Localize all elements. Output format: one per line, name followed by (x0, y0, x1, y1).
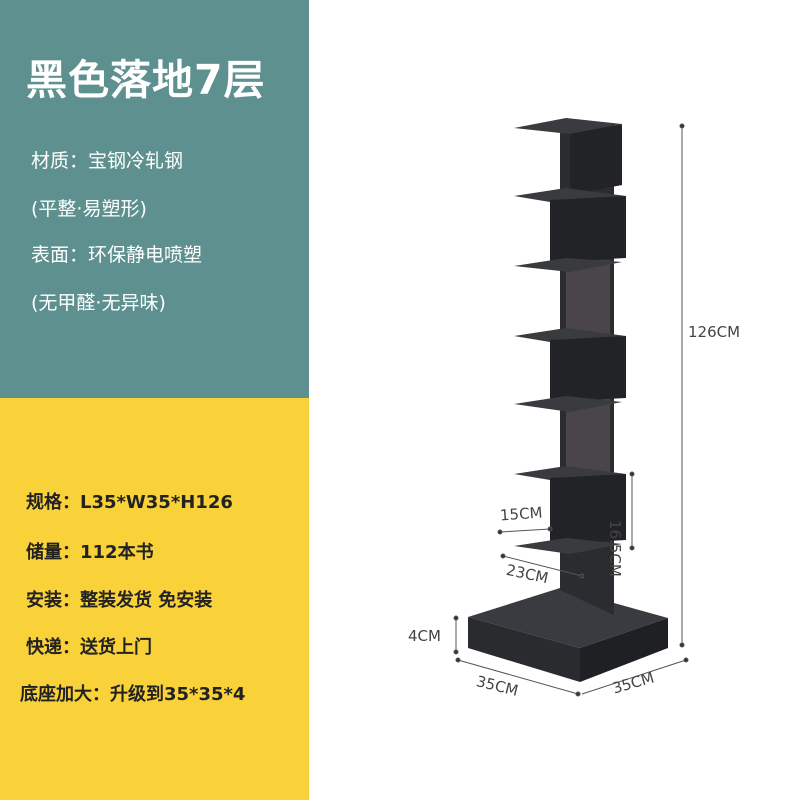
install-spec: 安装：整装发货 免安装 (26, 590, 213, 611)
base-width-right-dot (683, 657, 689, 663)
shelf-width-label: 15CM (499, 503, 544, 525)
shelf-width-right-dot (547, 526, 553, 532)
shelf-2-top (514, 188, 626, 206)
surface-line: 表面：环保静电喷塑 (31, 244, 203, 266)
base-height-label: 4CM (408, 627, 441, 645)
shelf-width-dim-line (499, 528, 551, 533)
shelf-depth-right-dot (579, 573, 585, 579)
height-dim-top-dot (679, 123, 685, 129)
base-top-face (468, 588, 668, 648)
base-length-right-dot (575, 691, 581, 697)
surface-note: (无甲醛·无异味) (31, 292, 166, 314)
shelf-4-wall (550, 336, 626, 402)
shelf-7-top (514, 538, 622, 554)
shelf-3-top (514, 258, 622, 272)
height-dim-bottom-dot (679, 642, 685, 648)
shelf-width-left-dot (497, 529, 503, 535)
shelf-depth-dim-line (502, 555, 583, 577)
capacity-spec: 储量：112本书 (26, 542, 154, 563)
shelf-6-wall (550, 474, 626, 544)
shelf-height-label: 16.5CM (606, 520, 624, 577)
base-right-face (580, 618, 668, 682)
material-panel (0, 0, 309, 398)
shelf-1-wall (570, 124, 622, 195)
size-spec: 规格：L35*W35*H126 (26, 492, 233, 513)
base-left-face (468, 617, 580, 682)
base-height-bottom-dot (453, 649, 459, 655)
base-width-dim-line (581, 659, 687, 695)
delivery-spec: 快递：送货上门 (26, 637, 152, 658)
shelf-height-bottom-dot (629, 545, 635, 551)
shelf-6-top (514, 466, 626, 484)
material-line: 材质：宝钢冷轧钢 (31, 150, 184, 172)
shelf-depth-left-dot (500, 553, 506, 559)
base-length-left-dot (455, 657, 461, 663)
spec-panel (0, 398, 309, 800)
height-label: 126CM (688, 323, 741, 341)
shelf-4-top (514, 328, 626, 346)
shelf-1-top (514, 118, 622, 134)
shelf-2-wall (550, 196, 626, 262)
base-length-dim-line (457, 659, 579, 695)
base-spec: 底座加大：升级到35*35*4 (20, 684, 246, 705)
material-note: (平整·易塑形) (31, 198, 147, 220)
product-title: 黑色落地7层 (26, 56, 266, 104)
shelf-height-top-dot (629, 471, 635, 477)
shelf-5-top (514, 396, 622, 412)
base-height-top-dot (453, 615, 459, 621)
